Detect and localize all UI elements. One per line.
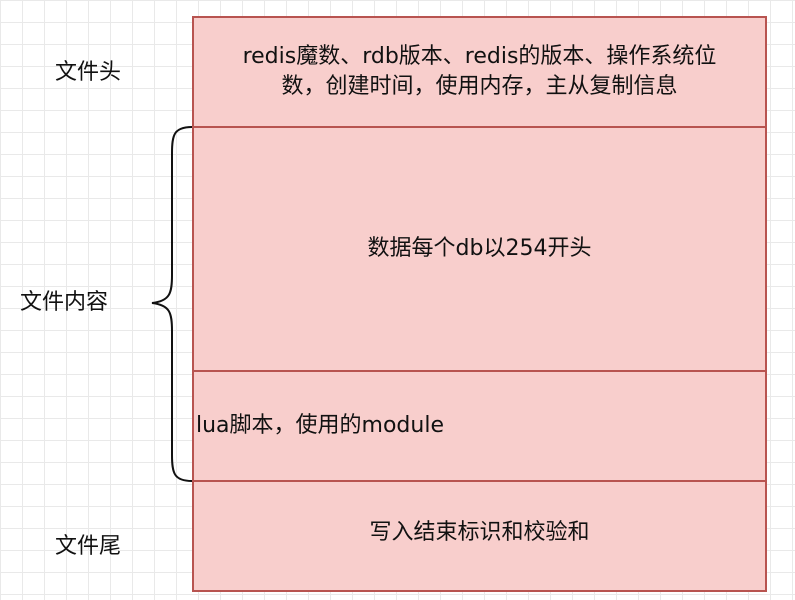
data-block: 数据每个db以254开头 [192,126,767,372]
content-brace [151,126,193,482]
footer-block: 写入结束标识和校验和 [192,480,767,592]
file-content-label: 文件内容 [20,290,109,315]
footer-block-text: 写入结束标识和校验和 [369,520,590,545]
header-block-line-1: redis魔数、rdb版本、redis的版本、操作系统位 [242,44,717,69]
header-block-line-2: 数，创建时间，使用内存，主从复制信息 [281,74,678,99]
lua-module-text: lua脚本，使用的module [196,413,444,438]
data-block-text: 数据每个db以254开头 [367,236,592,261]
file-footer-label: 文件尾 [55,534,122,559]
header-block: redis魔数、rdb版本、redis的版本、操作系统位 数，创建时间，使用内存… [192,16,767,128]
file-header-label: 文件头 [55,60,122,85]
lua-module-block: lua脚本，使用的module [192,370,767,482]
